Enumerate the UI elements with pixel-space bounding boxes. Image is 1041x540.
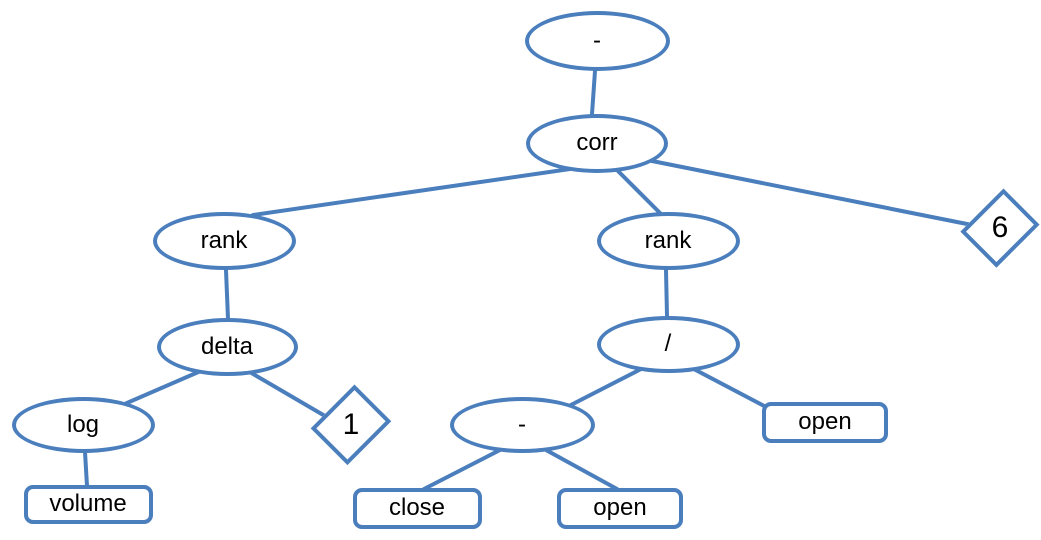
tree-node-label: - (593, 27, 601, 54)
tree-node-label: open (593, 494, 647, 521)
tree-node-label: open (798, 408, 852, 435)
tree-node-label: volume (49, 490, 127, 517)
tree-node-ellipse-n7[interactable]: log (11, 397, 155, 453)
tree-node-box-n12[interactable]: close (352, 487, 482, 529)
tree-node-ellipse-n6[interactable]: / (596, 315, 740, 373)
tree-node-ellipse-n0[interactable]: - (524, 11, 670, 71)
tree-node-box-n13[interactable]: open (557, 487, 683, 529)
tree-node-diamond-n4[interactable]: 6 (960, 185, 1040, 271)
tree-node-label: / (664, 330, 672, 357)
tree-node-label: rank (644, 227, 692, 254)
tree-node-label: - (518, 411, 526, 438)
tree-node-ellipse-n2[interactable]: rank (152, 212, 296, 270)
tree-node-label: 1 (342, 408, 360, 441)
tree-node-label: rank (200, 227, 248, 254)
tree-node-label: delta (200, 333, 254, 360)
tree-node-diamond-n8[interactable]: 1 (310, 381, 392, 469)
tree-node-label: log (66, 411, 100, 438)
tree-node-label: 6 (991, 211, 1009, 244)
tree-node-ellipse-n1[interactable]: corr (526, 113, 668, 173)
tree-node-ellipse-n3[interactable]: rank (596, 212, 740, 270)
tree-node-ellipse-n5[interactable]: delta (156, 318, 298, 376)
tree-node-label: corr (576, 129, 618, 156)
tree-node-box-n11[interactable]: volume (23, 484, 153, 524)
tree-node-label: close (388, 494, 446, 521)
tree-node-box-n10[interactable]: open (762, 401, 888, 443)
tree-node-ellipse-n9[interactable]: - (449, 397, 595, 453)
